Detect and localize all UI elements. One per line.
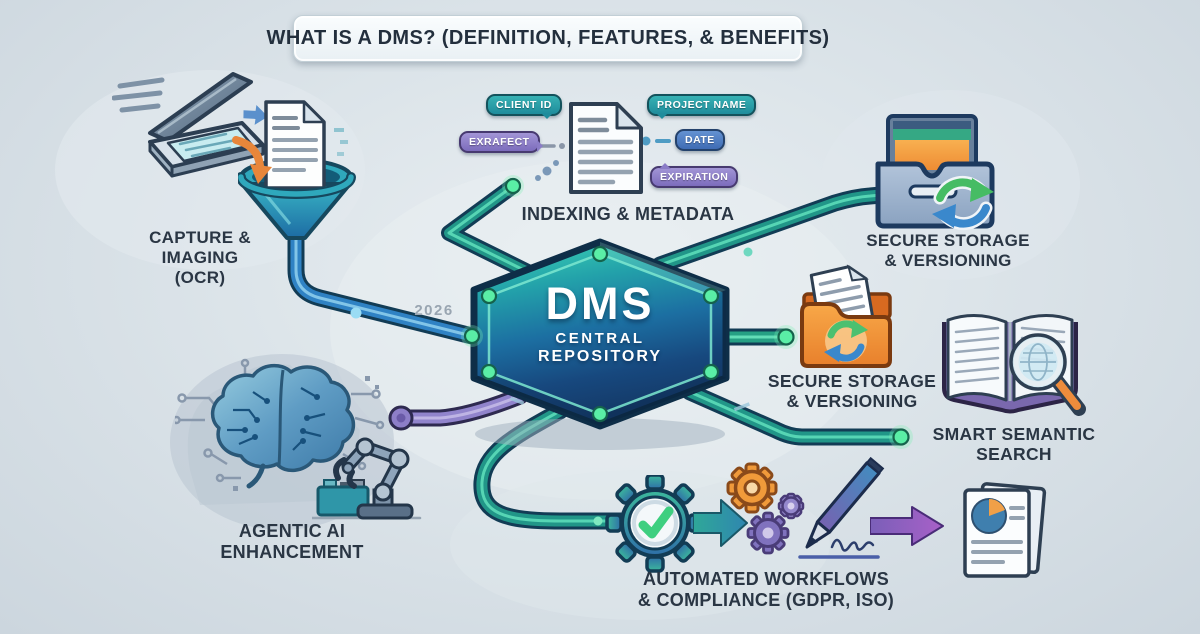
gears-icon — [726, 462, 805, 555]
metadata-connectors — [334, 128, 671, 181]
pipe-storage-top — [651, 185, 901, 274]
tag-project-name: PROJECT NAME — [647, 94, 757, 119]
arrow-right-icon — [243, 104, 268, 125]
tag-date: DATE — [675, 129, 725, 151]
magnifier-icon — [1009, 333, 1086, 416]
report-document-icon — [963, 482, 1047, 578]
sync-icon — [932, 175, 994, 231]
tag-extract: EXRAFECT — [459, 131, 543, 153]
network-nodes — [350, 175, 913, 526]
metadata-document-icon — [569, 102, 643, 194]
open-book-icon — [942, 314, 1086, 416]
pipe-search — [681, 383, 910, 446]
workflow-label: AUTOMATED WORKFLOWS & COMPLIANCE (GDPR, … — [637, 569, 895, 611]
gear-check-icon — [605, 475, 705, 573]
storage-secondary-label: SECURE STORAGE & VERSIONING — [767, 371, 937, 412]
flow-arrow-purple-icon — [870, 506, 944, 546]
brain-circuit-icon — [175, 358, 385, 491]
tag-client-id: CLIENT ID — [486, 94, 562, 119]
capture-label: CAPTURE & IMAGING (OCR) — [149, 228, 251, 287]
ai-label: AGENTIC AI ENHANCEMENT — [220, 521, 364, 563]
folder-sync-icon — [800, 264, 892, 368]
pipe-ai — [388, 387, 529, 431]
indexing-label: INDEXING & METADATA — [521, 204, 735, 224]
drop-arrow-icon — [232, 136, 272, 184]
robot-arm-icon — [312, 437, 422, 520]
pen-signature-icon — [798, 456, 885, 559]
scanner-icon — [112, 72, 265, 178]
page-title: WHAT IS A DMS? (DEFINITION, FEATURES, & … — [267, 15, 829, 62]
tag-expiration: EXPIRATION — [650, 163, 739, 188]
funnel-rim — [238, 172, 356, 199]
storage-primary-label: SECURE STORAGE & VERSIONING — [866, 231, 1030, 270]
file-drawer-icon — [875, 114, 995, 231]
pipe-capture — [287, 219, 481, 345]
year-note: 2026 — [414, 302, 454, 319]
pipe-indexing — [441, 178, 564, 294]
search-label: SMART SEMANTIC SEARCH — [932, 424, 1096, 465]
flow-arrow-icon — [693, 499, 748, 547]
